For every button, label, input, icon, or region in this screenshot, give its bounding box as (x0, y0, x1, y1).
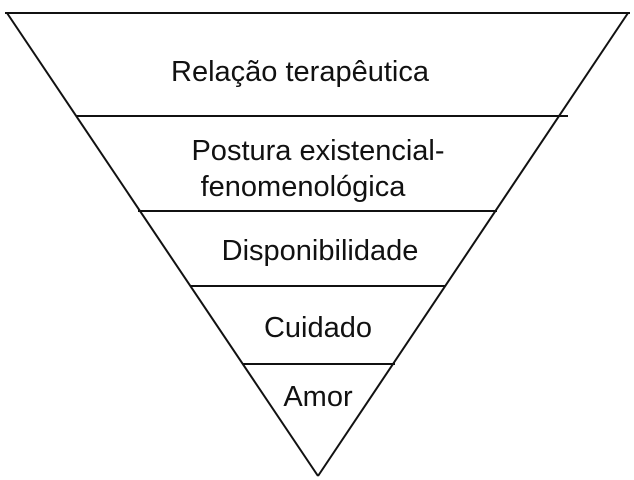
level-label-postura-line2: fenomenológica (201, 171, 407, 203)
level-label-postura-line1: Postura existencial- (191, 135, 444, 167)
level-label-amor: Amor (283, 381, 353, 413)
level-label-cuidado: Cuidado (264, 312, 372, 344)
pyramid-right-edge (317, 12, 629, 477)
pyramid-left-edge (6, 12, 319, 477)
level-label-relacao-terapeutica: Relação terapêutica (171, 56, 430, 88)
level-label-disponibilidade: Disponibilidade (222, 235, 419, 267)
